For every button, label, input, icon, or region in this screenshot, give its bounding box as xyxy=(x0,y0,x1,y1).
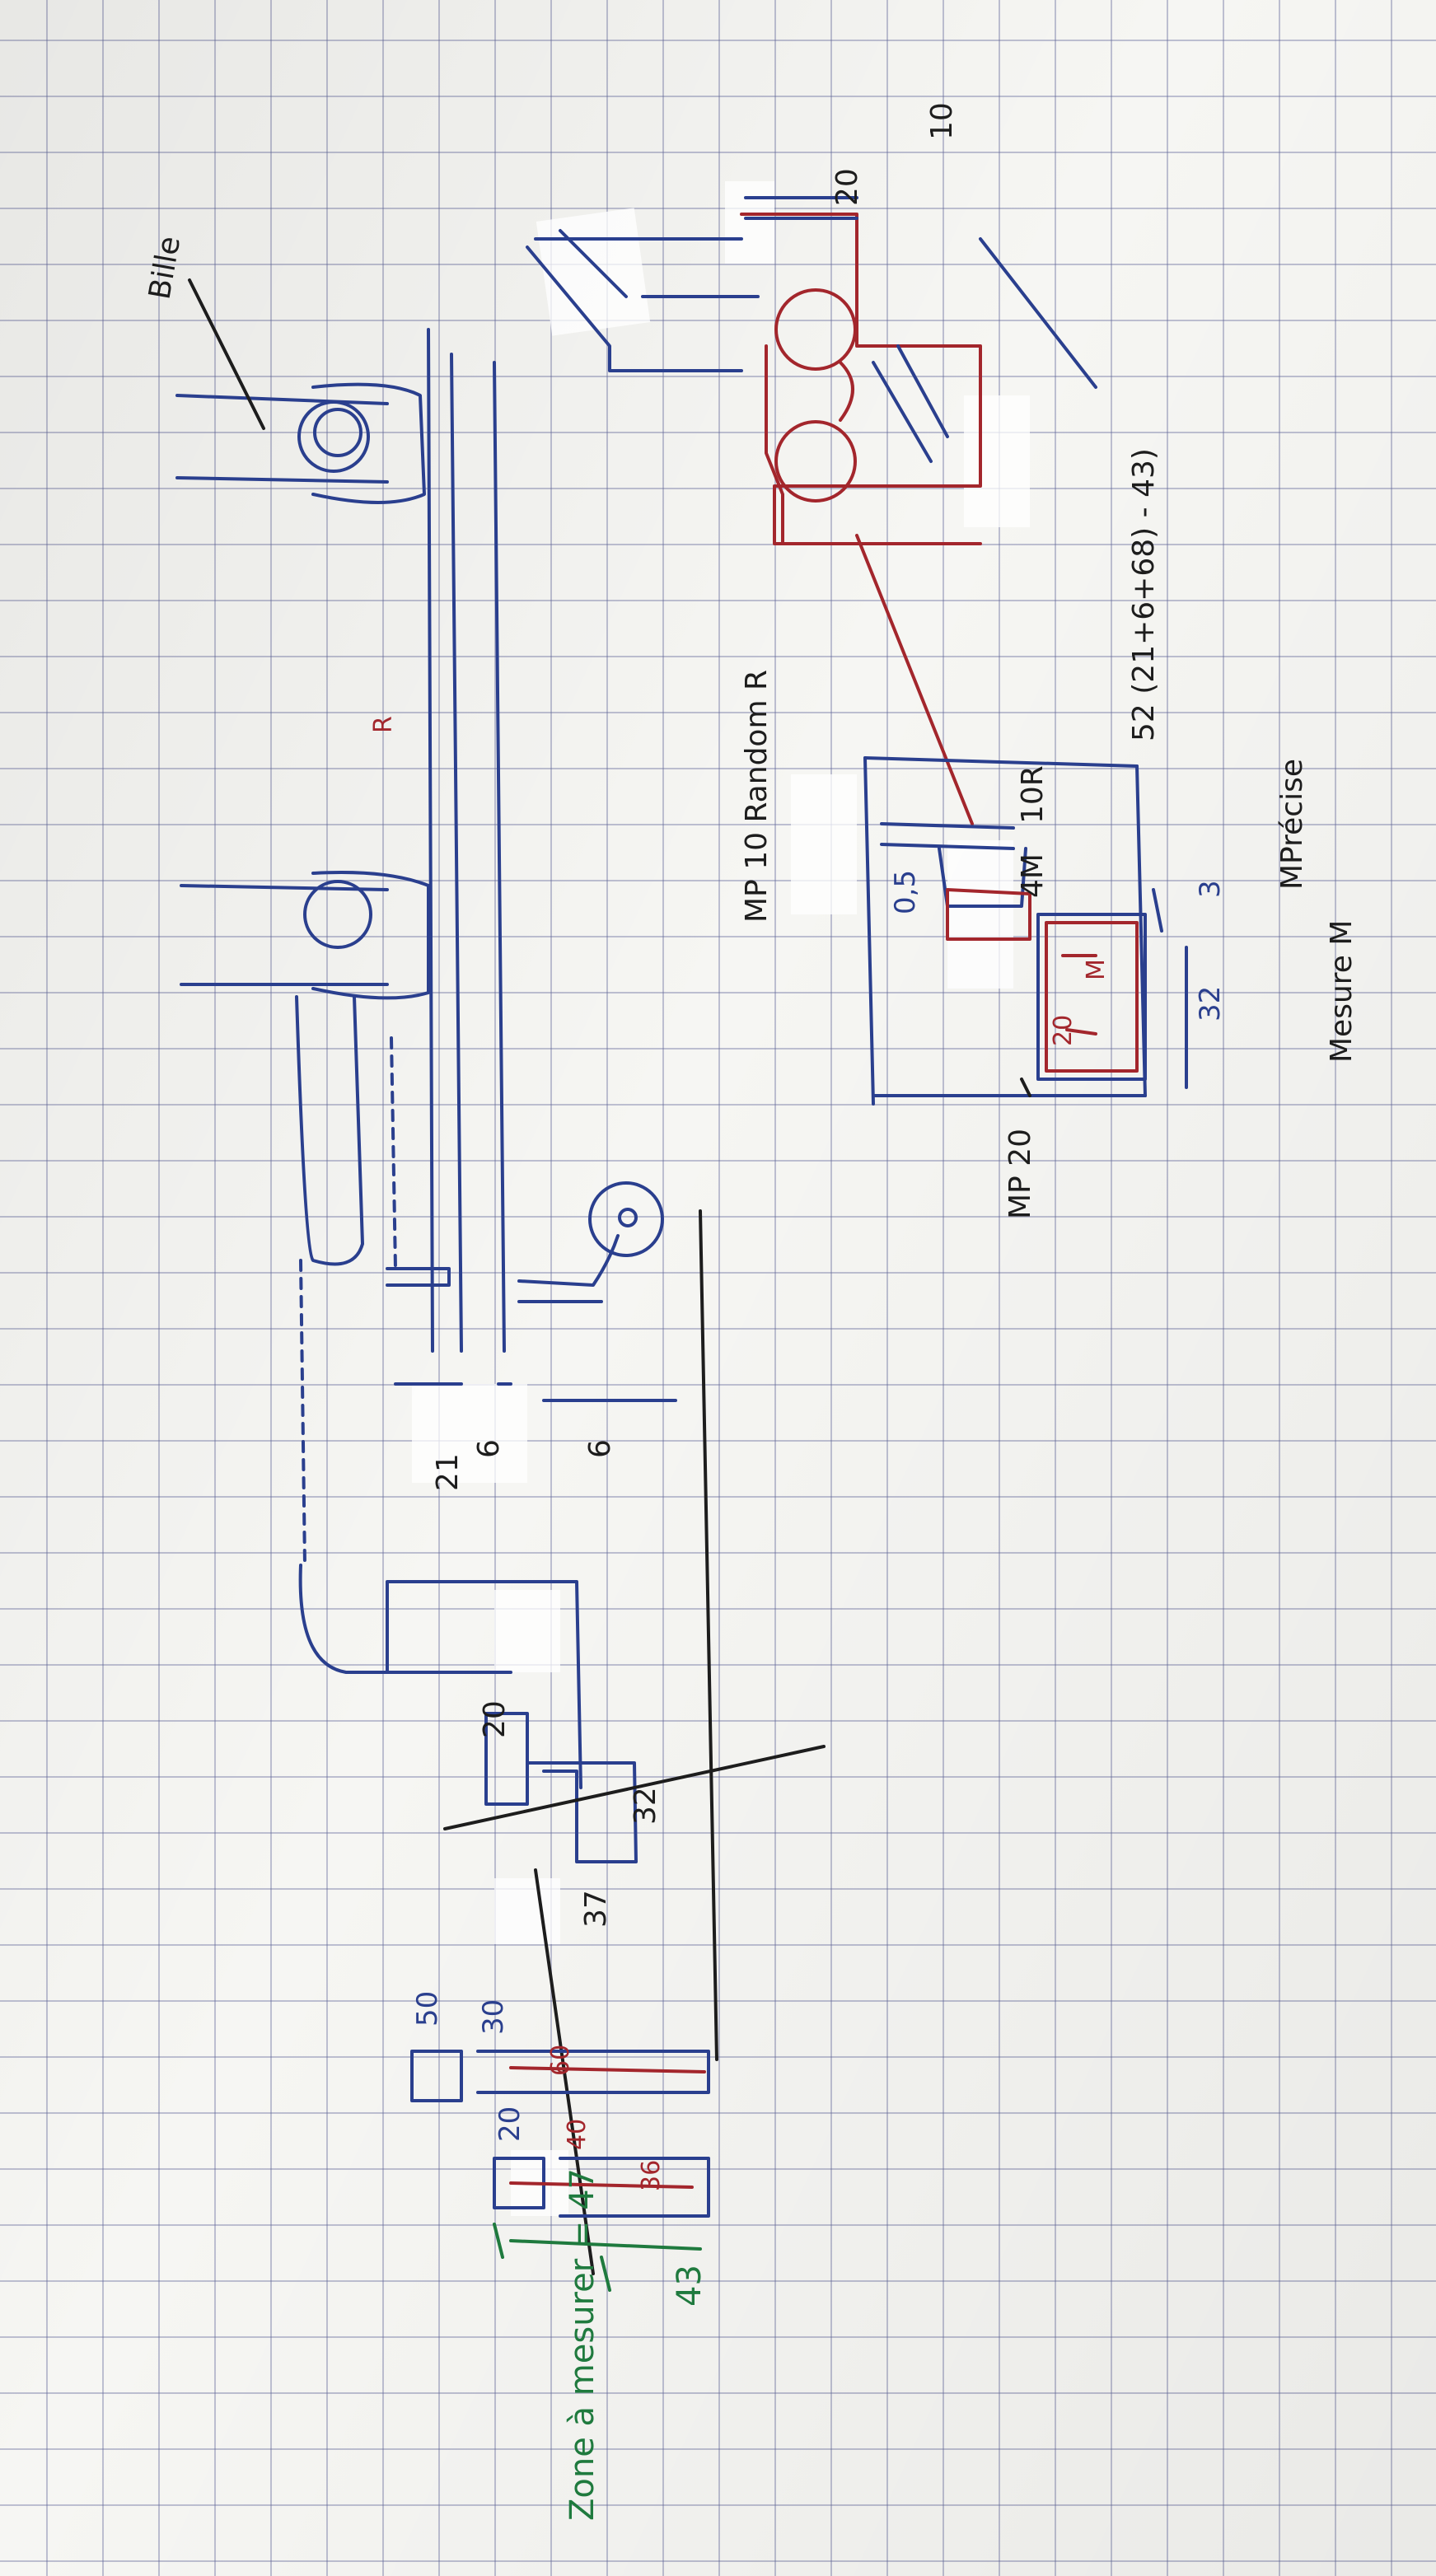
label-mp-20: MP 20 xyxy=(1003,1129,1037,1219)
labels: Bille R 21 6 6 20 32 37 50 30 60 20 40 3… xyxy=(143,102,1359,2521)
label-20-top: 20 xyxy=(478,1700,512,1738)
label-10-right: 10 xyxy=(925,102,959,140)
tape-patches xyxy=(412,181,1030,2216)
label-0-5: 0,5 xyxy=(889,870,922,914)
label-mp-precise: MPrécise xyxy=(1275,759,1309,890)
label-50: 50 xyxy=(411,1991,444,2027)
label-zone-a-mesurer: Zone à mesurer = 47 xyxy=(564,2168,601,2521)
label-32-mid: 32 xyxy=(629,1787,662,1825)
label-21: 21 xyxy=(431,1453,465,1491)
label-36: 36 xyxy=(637,2160,666,2191)
label-mesure-m: Mesure M xyxy=(1325,920,1359,1063)
label-20-right: 20 xyxy=(830,168,864,206)
label-37: 37 xyxy=(579,1890,613,1928)
label-mp-10-random-r: MP 10 Random R xyxy=(740,670,774,923)
label-10r: 10R xyxy=(1016,765,1050,824)
label-20-small: 20 xyxy=(493,2106,526,2142)
label-bille: Bille xyxy=(143,234,187,302)
label-3-right: 3 xyxy=(1194,880,1227,898)
label-m-inner: M xyxy=(1082,959,1111,980)
label-20-inner: 20 xyxy=(1049,1015,1078,1046)
cross-section-detail xyxy=(526,196,1188,1106)
label-60: 60 xyxy=(546,2045,575,2076)
label-40: 40 xyxy=(563,2119,592,2150)
label-formula: 52 (21+6+68) - 43) xyxy=(1127,448,1161,741)
label-32-right: 32 xyxy=(1194,986,1227,1022)
main-bar-assembly xyxy=(175,328,826,2292)
label-6: 6 xyxy=(472,1439,506,1458)
label-r: R xyxy=(369,716,398,733)
label-6-b: 6 xyxy=(583,1439,617,1458)
label-30: 30 xyxy=(477,1999,510,2035)
label-4m: 4M xyxy=(1016,853,1050,898)
label-43: 43 xyxy=(671,2265,709,2307)
